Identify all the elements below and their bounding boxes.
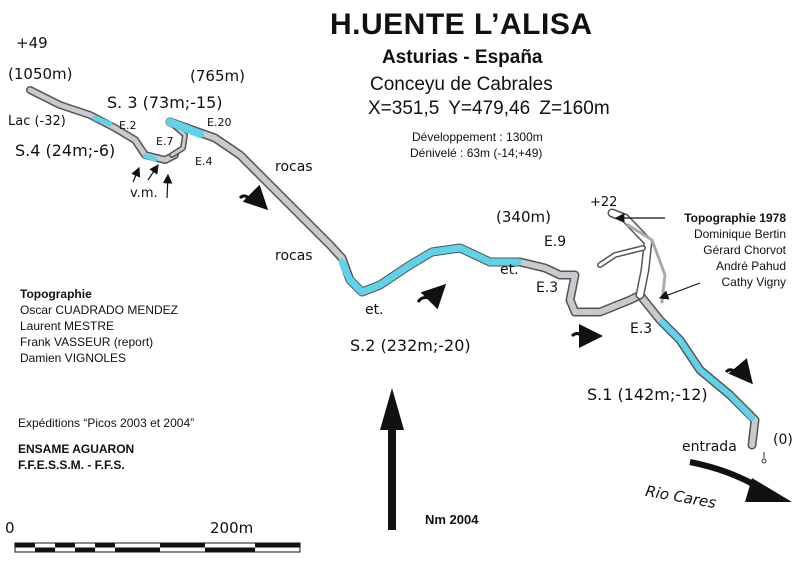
- north-arrow-icon: [380, 388, 404, 530]
- credit-name: Gérard Chorvot: [703, 243, 786, 257]
- municipality: Conceyu de Cabrales: [370, 74, 553, 95]
- credit-name: Damien VIGNOLES: [20, 351, 127, 365]
- label-s3: S. 3 (73m;-15): [107, 93, 223, 112]
- credit-name: Laurent MESTRE: [20, 319, 115, 333]
- credit-name: Oscar CUADRADO MENDEZ: [20, 303, 179, 317]
- label-entrada: entrada: [682, 439, 737, 455]
- entrance-icon: [761, 452, 767, 464]
- scale-end: 200m: [210, 519, 254, 537]
- label-zero: (0): [773, 432, 793, 448]
- label-rocas: rocas: [275, 159, 313, 175]
- label-765m: (765m): [190, 67, 245, 85]
- label-s4: S.4 (24m;-6): [15, 141, 116, 160]
- label-e20: E.20: [207, 116, 232, 129]
- development: Développement : 1300m: [412, 130, 543, 144]
- credit-name: Dominique Bertin: [693, 227, 786, 241]
- sump-segments: [92, 115, 755, 421]
- label-s2: S.2 (232m;-20): [350, 336, 471, 355]
- label-e3: E.3: [630, 321, 653, 337]
- club-name: ENSAME AGUARON: [18, 442, 135, 456]
- label-1050m: (1050m): [8, 65, 73, 83]
- label-et: et.: [365, 302, 384, 318]
- label-e7: E.7: [156, 135, 174, 148]
- label-plus22: +22: [590, 195, 618, 210]
- arrow-icon: [658, 282, 701, 300]
- credits-1978-heading: Topographie 1978: [684, 211, 786, 225]
- label-e4: E.4: [195, 155, 213, 168]
- credit-name: Cathy Vigny: [721, 275, 786, 289]
- credit-name: André Pahud: [715, 259, 786, 273]
- expeditions: Expéditions “Picos 2003 et 2004”: [18, 416, 195, 430]
- arrow-icon: [162, 173, 173, 199]
- arrow-icon: [131, 166, 141, 183]
- label-rocas: rocas: [275, 248, 313, 264]
- credits-heading: Topographie: [20, 287, 92, 301]
- river-arrow-icon: [689, 459, 792, 502]
- elevation: Dénivelé : 63m (-14;+49): [410, 146, 543, 160]
- label-north: Nm 2004: [425, 512, 479, 527]
- label-e9: E.9: [544, 234, 567, 250]
- credits-topographie: Topographie Oscar CUADRADO MENDEZ Lauren…: [20, 286, 178, 366]
- scale-start: 0: [5, 519, 15, 537]
- label-lac: Lac (-32): [8, 114, 66, 129]
- label-plus49: +49: [16, 34, 48, 52]
- label-s1: S.1 (142m;-12): [587, 385, 708, 404]
- label-et: et.: [500, 262, 519, 278]
- old-survey-outline: [626, 223, 667, 304]
- arrow-icon: [147, 164, 159, 181]
- coordinates: X=351,5 Y=479,46 Z=160m: [368, 98, 610, 119]
- credit-name: Frank VASSEUR (report): [20, 335, 154, 349]
- label-e2: E.2: [119, 119, 137, 132]
- cave-title: H.UENTE L’ALISA: [330, 8, 593, 41]
- region: Asturias - España: [382, 47, 543, 68]
- label-e3: E.3: [536, 280, 559, 296]
- federation: F.F.E.S.S.M. - F.F.S.: [18, 458, 125, 472]
- label-340m: (340m): [496, 208, 551, 226]
- flow-direction-icons: [238, 184, 753, 385]
- scale-bar: [14, 542, 301, 553]
- label-vm: v.m.: [130, 186, 158, 201]
- credits-1978: Topographie 1978 Dominique Bertin Gérard…: [684, 210, 786, 290]
